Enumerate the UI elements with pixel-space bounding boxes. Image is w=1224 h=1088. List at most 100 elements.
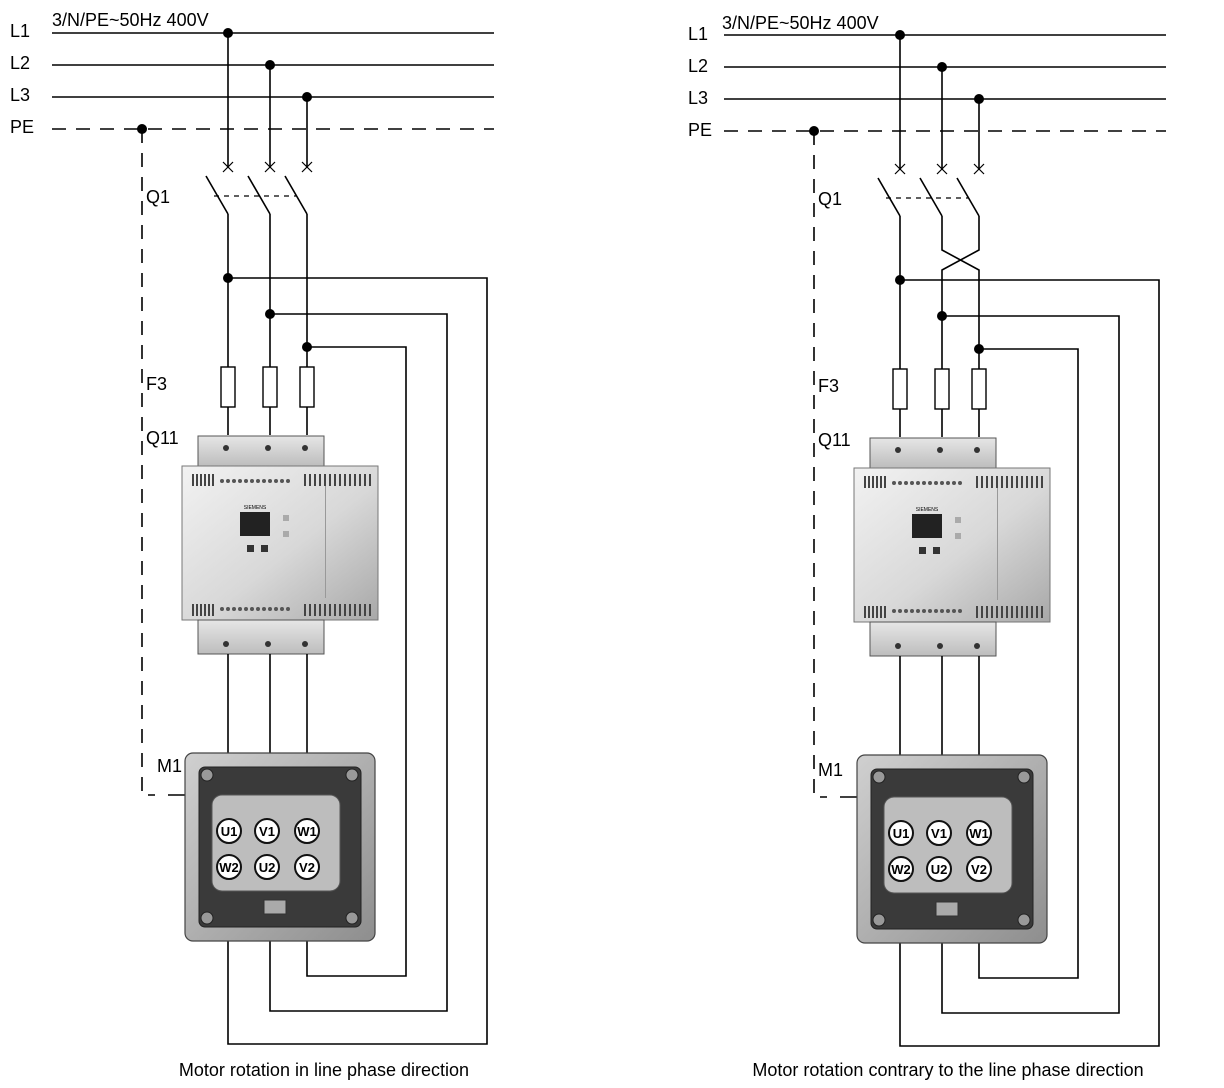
bottom-screw-1: [223, 641, 229, 647]
vent-top-left: [204, 474, 206, 486]
terminal-dot-bottom: [226, 607, 230, 611]
terminal-dot-bottom: [922, 609, 926, 613]
vent-bottom-right: [369, 604, 371, 616]
terminal-dot-top: [904, 481, 908, 485]
terminal-dot-bottom: [952, 609, 956, 613]
terminal-dot-bottom: [928, 609, 932, 613]
terminal-dot-bottom: [946, 609, 950, 613]
device-led: [283, 531, 289, 537]
terminal-u2: U2: [259, 860, 276, 875]
vent-top-right: [324, 474, 326, 486]
top-screw-1: [895, 447, 901, 453]
device-key: [919, 547, 926, 554]
diagram-right: SIEMENS L1 L2 L3 PE 3/N/PE~50Hz 400V Q1 …: [688, 13, 1166, 1080]
terminal-stud: [216, 854, 242, 880]
vent-bottom-right: [1021, 606, 1023, 618]
terminal-dot-top: [910, 481, 914, 485]
supply-junction-dot-2: [265, 60, 275, 70]
breaker-blade-1: [877, 177, 901, 217]
vent-top-right: [349, 474, 351, 486]
fuse-2: [934, 368, 950, 410]
terminal-dot-top: [280, 479, 284, 483]
corner-screw: [872, 770, 886, 784]
vent-top-right: [981, 476, 983, 488]
vent-top-left: [868, 476, 870, 488]
vent-bottom-left: [880, 606, 882, 618]
vent-bottom-right: [364, 604, 366, 616]
terminal-dot-bottom: [262, 607, 266, 611]
label-q1: Q1: [146, 187, 170, 207]
terminal-v2: V2: [299, 860, 315, 875]
device-display: [240, 512, 270, 536]
label-f3: F3: [146, 374, 167, 394]
contact-mark-b-2: [264, 161, 276, 173]
vent-bottom-right: [324, 604, 326, 616]
vent-bottom-right: [991, 606, 993, 618]
corner-screw: [1017, 913, 1031, 927]
supply-junction-dot-1: [895, 30, 905, 40]
vent-top-right: [991, 476, 993, 488]
vent-bottom-right: [339, 604, 341, 616]
pe-conductor: [813, 131, 827, 798]
vent-top-right: [986, 476, 988, 488]
terminal-w1: W1: [297, 824, 317, 839]
vent-top-right: [344, 474, 346, 486]
breaker-blade-3: [956, 177, 980, 217]
vent-top-right: [1026, 476, 1028, 488]
terminal-dot-top: [922, 481, 926, 485]
terminal-w2: W2: [891, 862, 911, 877]
vent-bottom-right: [349, 604, 351, 616]
breaker-blade-2: [919, 177, 943, 217]
bottom-terminal-block: [197, 619, 325, 655]
pe-conductor: [141, 129, 155, 796]
bypass-loop-3: [978, 348, 1079, 979]
terminal-stud: [966, 856, 992, 882]
terminal-dot-bottom: [280, 607, 284, 611]
terminal-dot-bottom: [916, 609, 920, 613]
terminal-stud: [926, 856, 952, 882]
terminal-stud: [216, 818, 242, 844]
device-brand: SIEMENS: [244, 505, 267, 511]
label-l1: L1: [688, 24, 708, 44]
vent-bottom-left: [192, 604, 194, 616]
earth-clamp: [263, 899, 287, 915]
terminal-w2: W2: [219, 860, 239, 875]
top-screw-3: [302, 445, 308, 451]
bottom-screw-3: [302, 641, 308, 647]
bottom-screw-2: [265, 641, 271, 647]
earth-clamp: [935, 901, 959, 917]
vent-top-right: [359, 474, 361, 486]
supply-junction-dot-2: [937, 62, 947, 72]
label-pe: PE: [10, 117, 34, 137]
terminal-dot-top: [946, 481, 950, 485]
label-l2: L2: [688, 56, 708, 76]
terminal-dot-top: [262, 479, 266, 483]
fuse-1: [220, 366, 236, 408]
terminal-dot-top: [232, 479, 236, 483]
terminal-dot-top: [220, 479, 224, 483]
pe-junction-dot: [809, 126, 819, 136]
vent-top-left: [196, 474, 198, 486]
terminal-stud: [254, 854, 280, 880]
device-led: [283, 515, 289, 521]
vent-bottom-left: [208, 604, 210, 616]
vent-bottom-right: [334, 604, 336, 616]
terminal-dot-bottom: [934, 609, 938, 613]
bypass-loop-2: [269, 313, 448, 1012]
vent-bottom-left: [200, 604, 202, 616]
vent-bottom-right: [1026, 606, 1028, 618]
phase-wire-3-crossed: [941, 216, 980, 437]
terminal-dot-bottom: [274, 607, 278, 611]
vent-bottom-left: [204, 604, 206, 616]
pe-junction-dot: [137, 124, 147, 134]
terminal-u1: U1: [221, 824, 238, 839]
bypass-loop-1: [899, 279, 1160, 1047]
terminal-dot-bottom: [256, 607, 260, 611]
top-screw-2: [265, 445, 271, 451]
vent-top-right: [329, 474, 331, 486]
terminal-dot-top: [268, 479, 272, 483]
terminal-stud: [926, 820, 952, 846]
vent-top-right: [1041, 476, 1043, 488]
vent-top-right: [1036, 476, 1038, 488]
terminal-u1: U1: [893, 826, 910, 841]
